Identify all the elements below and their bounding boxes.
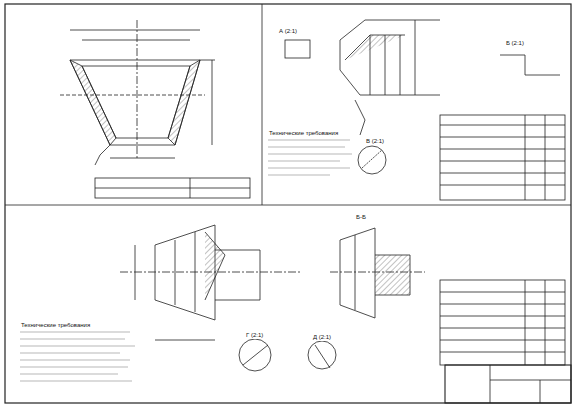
drawing-label: Технические требования xyxy=(20,322,91,329)
drawing-label: Д (2:1) xyxy=(312,334,332,341)
drawing-label: Г (2:1) xyxy=(245,332,264,339)
drawing-label: Технические требования xyxy=(268,130,339,137)
drawing-label: А (2:1) xyxy=(278,28,298,35)
drawing-label: Б (2:1) xyxy=(505,40,525,47)
drawing-label: Б-Б xyxy=(355,214,367,221)
drawing-label: В (2:1) xyxy=(365,138,385,145)
